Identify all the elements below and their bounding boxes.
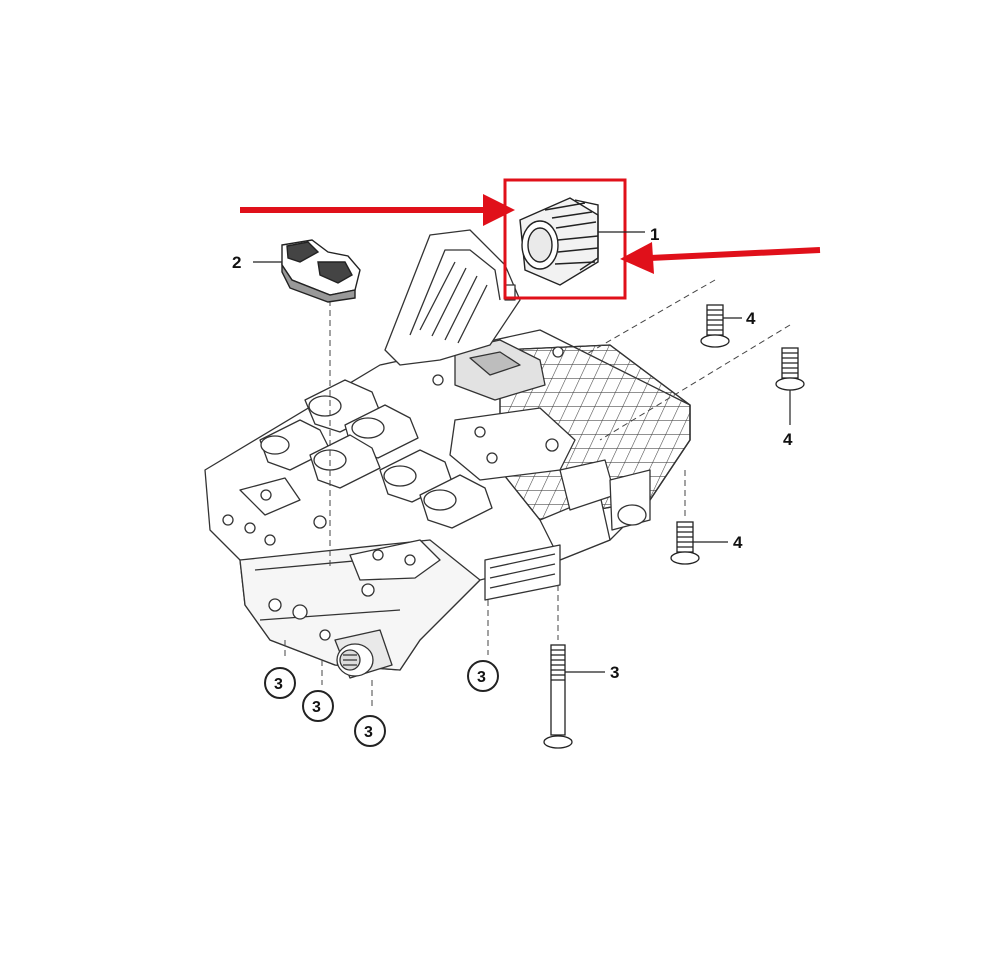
electrical-connector bbox=[336, 643, 374, 677]
highlight-box bbox=[503, 178, 627, 300]
label-part-2: 2 bbox=[232, 253, 241, 272]
part-3-long-bolt bbox=[543, 644, 573, 749]
screw-4-a bbox=[700, 304, 730, 348]
screw-4-b bbox=[775, 347, 805, 391]
part-2-seal bbox=[281, 239, 361, 303]
valve-body-assembly bbox=[204, 229, 691, 679]
label-leaders bbox=[253, 231, 791, 673]
solenoid-row bbox=[259, 379, 493, 529]
label-part-1: 1 bbox=[650, 225, 659, 244]
circled-callouts-3 bbox=[264, 660, 499, 747]
red-arrow-right bbox=[620, 242, 821, 274]
label-part-3-d: 3 bbox=[477, 669, 486, 686]
part-1-adapter-sleeve bbox=[519, 197, 599, 286]
red-arrows bbox=[240, 194, 821, 274]
label-part-3-bolt: 3 bbox=[610, 663, 619, 682]
label-part-4-c: 4 bbox=[733, 533, 743, 552]
label-part-3-c: 3 bbox=[364, 724, 373, 741]
label-part-4-b: 4 bbox=[783, 430, 793, 449]
red-arrow-left bbox=[240, 194, 515, 226]
label-part-3-a: 3 bbox=[274, 676, 283, 693]
part-4-screws bbox=[670, 304, 805, 565]
label-part-4-a: 4 bbox=[746, 309, 756, 328]
label-part-3-b: 3 bbox=[312, 699, 321, 716]
screw-4-c bbox=[670, 521, 700, 565]
